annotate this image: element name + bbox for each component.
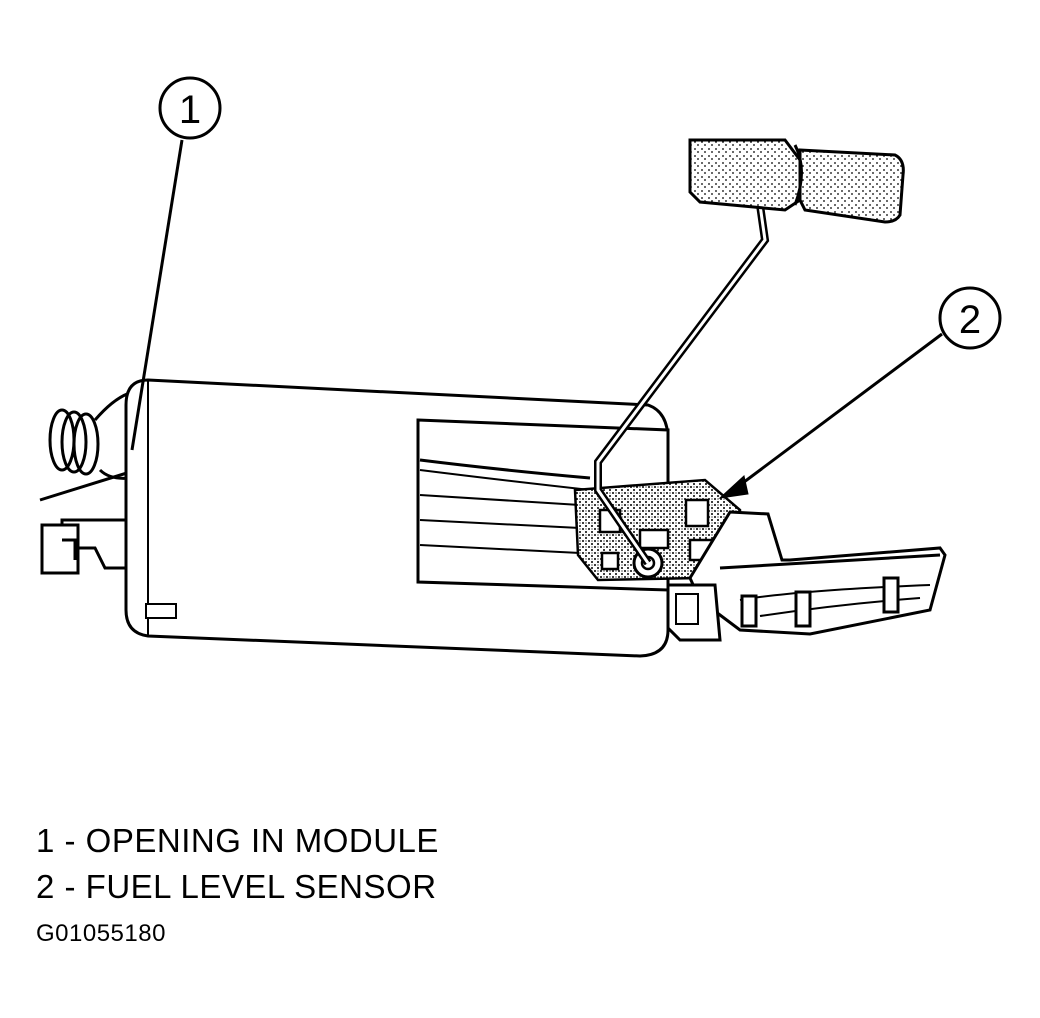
figure-code: G01055180 <box>36 920 166 947</box>
leader-line-1 <box>130 139 184 451</box>
legend-item-opening-in-module: 1 - OPENING IN MODULE <box>36 822 439 859</box>
leader-arrowhead-2 <box>718 475 749 499</box>
fuel-level-sensor <box>573 478 742 582</box>
fuel-pump-module-illustration: 1 2 <box>39 76 1002 658</box>
leader-line-2 <box>735 332 943 490</box>
float <box>688 138 905 224</box>
strainer-tray <box>666 510 947 642</box>
callout-1-number: 1 <box>179 88 201 132</box>
bottom-fitting <box>39 470 132 575</box>
callout-2-number: 2 <box>959 298 981 342</box>
legend: 1 - OPENING IN MODULE 2 - FUEL LEVEL SEN… <box>36 818 439 910</box>
float-arm <box>594 204 770 566</box>
callout-2-circle <box>938 286 1002 350</box>
callout-2: 2 <box>718 286 1002 499</box>
legend-item-fuel-level-sensor: 2 - FUEL LEVEL SENSOR <box>36 868 437 905</box>
callout-1-circle <box>158 76 222 140</box>
callout-1: 1 <box>130 76 222 451</box>
